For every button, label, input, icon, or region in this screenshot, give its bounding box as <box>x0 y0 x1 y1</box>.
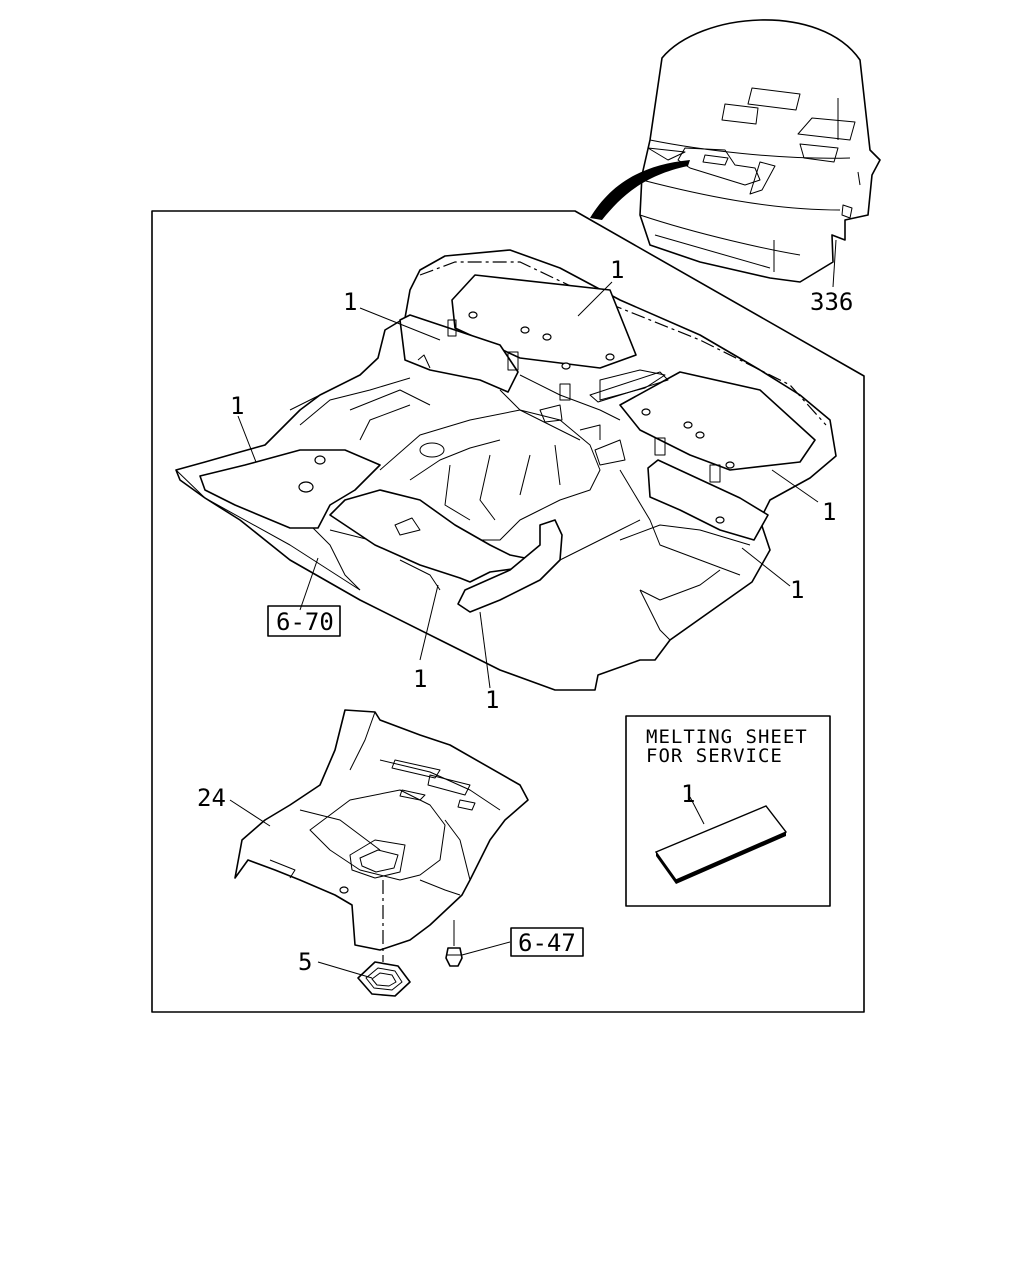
label-cab-ref: 336 <box>810 288 853 316</box>
ref-clip: 6-47 <box>518 929 576 957</box>
service-note-line1: MELTING SHEET <box>646 726 808 748</box>
cab-illustration <box>590 19 881 288</box>
main-frame <box>151 210 865 1013</box>
label-floor-insulator: 24 <box>197 784 226 812</box>
service-note-box: MELTING SHEET FOR SERVICE <box>625 715 831 907</box>
label-upper-rear-right: 1 <box>610 256 624 284</box>
floor-panel-assembly <box>175 249 837 691</box>
label-upper-rear-left: 1 <box>343 288 357 316</box>
melting-sheets <box>199 274 816 613</box>
label-tunnel-right: 1 <box>485 686 499 714</box>
label-right-floor-outer: 1 <box>822 498 836 526</box>
clip <box>445 920 463 967</box>
leader-lines <box>229 281 819 979</box>
service-note-line2: FOR SERVICE <box>646 745 783 767</box>
grommet <box>357 880 411 997</box>
ref-floor-panel: 6-70 <box>276 608 334 636</box>
floor-insulator <box>234 709 529 951</box>
label-right-floor-inner: 1 <box>790 576 804 604</box>
label-grommet: 5 <box>298 948 312 976</box>
reference-boxes: 6-70 6-47 <box>267 605 584 957</box>
label-left-floor: 1 <box>230 392 244 420</box>
part-labels: 336 1 1 1 1 1 1 1 24 5 1 <box>197 256 853 976</box>
label-tunnel-left: 1 <box>413 665 427 693</box>
label-service-sheet: 1 <box>681 780 695 808</box>
